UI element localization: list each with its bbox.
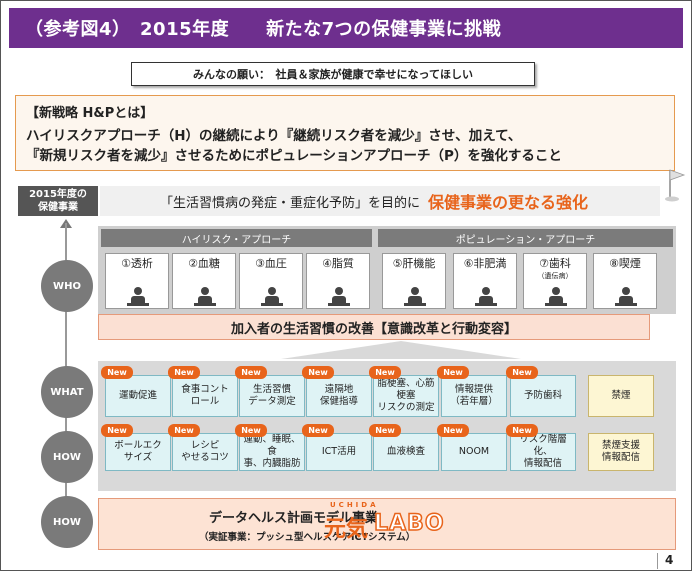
target-label: ②血糖 [188,257,220,270]
page-number-divider [657,553,658,569]
goal-label: 2015年度の 保健事業 [18,186,98,216]
person-icon [615,287,637,307]
target-label: ④脂質 [322,257,354,270]
how-item: NOOM [441,433,507,471]
goal-emphasis: 保健事業の更なる強化 [428,193,589,212]
new-badge: New [437,366,469,379]
target-label: ①透析 [121,257,153,270]
target-box: ⑤肝機能 [382,253,446,309]
goal-text: 「生活習慣病の発症・重症化予防」を目的に [160,195,421,211]
new-badge: New [369,366,401,379]
new-badge: New [302,424,334,437]
header-high-risk: ハイリスク・アプローチ [101,229,372,247]
wish-box: みんなの願い： 社員＆家族が健康で幸せになってほしい [131,62,535,86]
axis-circle-how-bottom: HOW [41,496,93,548]
what-item: 禁煙 [588,375,654,417]
target-box: ①透析 [105,253,169,309]
goal-row: 2015年度の 保健事業 「生活習慣病の発症・重症化予防」を目的に 保健事業の更… [18,169,686,216]
new-badge: New [235,366,267,379]
target-label: ⑤肝機能 [392,257,436,270]
strategy-box: 【新戦略 H&Pとは】 ハイリスクアプローチ（H）の継続により『継続リスク者を減… [15,95,675,171]
model-project-box: データヘルス計画モデル事業 （実証事業：プッシュ型ヘルスケアICTシステム） [98,498,676,550]
target-box: ③血圧 [239,253,303,309]
target-label: ③血圧 [255,257,287,270]
logo-uchida: UCHIDA [330,501,379,509]
new-badge: New [235,424,267,437]
new-badge: New [168,366,200,379]
up-arrow-icon [281,341,521,359]
model-project-title: データヘルス計画モデル事業 [209,511,379,526]
target-sublabel: （遺伝病） [537,272,573,280]
slide-title: （参考図4） 2015年度 新たな7つの保健事業に挑戦 [9,8,683,48]
target-label: ⑦歯科 [539,257,571,270]
target-label: ⑧喫煙 [609,257,641,270]
what-item: 情報提供 （若年層） [441,375,507,417]
person-icon [475,287,497,307]
what-item: 脂梗塞、心筋梗塞 リスクの測定 [373,375,439,417]
goal-main: 「生活習慣病の発症・重症化予防」を目的に 保健事業の更なる強化 [100,186,660,216]
how-item: 血液検査 [373,433,439,471]
how-item: ICT活用 [306,433,372,471]
person-icon [545,287,567,307]
target-box: ④脂質 [306,253,370,309]
person-icon [127,287,149,307]
logo-genki: 元気 [324,517,369,542]
what-item: 運動促進 [105,375,171,417]
axis-circle-what: WHAT [41,366,93,418]
person-icon [194,287,216,307]
new-badge: New [101,424,133,437]
how-item: ボールエク サイズ [105,433,171,471]
page-number: 4 [665,553,674,567]
improvement-bar: 加入者の生活習慣の改善【意識改革と行動変容】 [98,314,650,340]
how-item: 禁煙支援 情報配信 [588,433,654,471]
what-item: 食事コント ロール [172,375,238,417]
how-item: リスク階層化、 情報配信 [510,433,576,471]
target-label: ⑥非肥満 [463,257,507,270]
target-box: ②血糖 [172,253,236,309]
new-badge: New [437,424,469,437]
target-box: ⑥非肥満 [453,253,517,309]
genki-labo-logo: UCHIDA 元気 LABO [324,501,464,545]
strategy-heading: 【新戦略 H&Pとは】 [26,106,154,121]
person-icon [404,287,426,307]
new-badge: New [302,366,334,379]
what-item: 遠隔地 保健指導 [306,375,372,417]
new-badge: New [101,366,133,379]
person-icon [328,287,350,307]
header-population: ポピュレーション・アプローチ [378,229,673,247]
what-item: 生活習慣 データ測定 [239,375,305,417]
axis-circle-how: HOW [41,431,93,483]
new-badge: New [369,424,401,437]
how-item: レシピ やせるコツ [172,433,238,471]
person-icon [261,287,283,307]
new-badge: New [168,424,200,437]
golf-flag-icon [665,169,686,202]
axis-circle-who: WHO [41,260,93,312]
target-box: ⑧喫煙 [593,253,657,309]
logo-labo: LABO [373,510,445,537]
new-badge: New [506,424,538,437]
strategy-line-2: 『新規リスク者を減少』させるためにポピュレーションアプローチ（P）を強化すること [26,148,562,164]
how-item: 運動、睡眠、食 事、内臓脂肪 [239,433,305,471]
strategy-line-1: ハイリスクアプローチ（H）の継続により『継続リスク者を減少』させ、加えて、 [26,128,522,144]
model-project-subtitle: （実証事業：プッシュ型ヘルスケアICTシステム） [199,532,416,543]
target-box: ⑦歯科 （遺伝病） [523,253,587,309]
what-item: 予防歯科 [510,375,576,417]
new-badge: New [506,366,538,379]
